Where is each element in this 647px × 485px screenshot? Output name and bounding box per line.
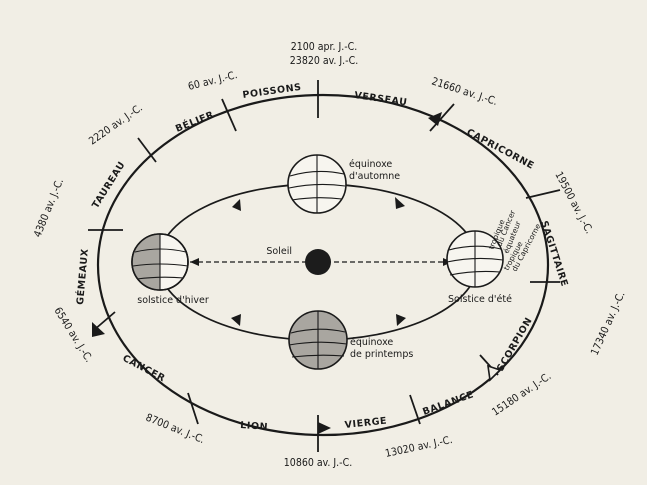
label-scorpion: SCORPION (495, 316, 535, 374)
label-vierge: VIERGE (344, 416, 388, 431)
date-top-1: 2100 apr. J.-C. (291, 41, 358, 53)
tick-cancer-gemeaux (93, 311, 116, 331)
label-balance: BALANCE (421, 389, 475, 418)
tick-verseau-capricorne (429, 103, 455, 132)
earth-winter-solstice (131, 233, 189, 291)
date-top-2: 23820 av. J.-C. (290, 55, 358, 67)
label-cancer: CANCER (121, 353, 167, 385)
label-lion: LION (240, 420, 269, 433)
arrow-vierge (318, 422, 331, 434)
tick-balance-vierge (409, 394, 421, 425)
ring-arrows (92, 112, 502, 434)
date-8700: 8700 av. J.-C. (144, 412, 206, 446)
tick-taureau-belier (137, 137, 157, 163)
orbit-arrows (231, 197, 406, 326)
date-2220: 2220 av. J.-C. (87, 102, 145, 148)
label-sagittaire: SAGITTAIRE (538, 220, 570, 289)
autumn-equinox-label-2: d'automne (349, 171, 400, 182)
autumn-equinox-label-1: équinoxe (349, 159, 392, 170)
date-6540: 6540 av. J.-C. (51, 305, 94, 364)
label-belier: BÉLIER (174, 108, 216, 134)
date-19500: 19500 av. J.-C. (552, 170, 595, 236)
label-taureau: TAUREAU (90, 160, 128, 211)
tick-belier-poissons (221, 98, 237, 132)
winter-solstice-label: solstice d'hiver (137, 295, 209, 306)
date-60: 60 av. J.-C. (187, 69, 239, 93)
tick-capricorne-sagittaire (525, 189, 561, 199)
date-13020: 13020 av. J.-C. (384, 434, 453, 460)
earth-autumn-equinox (287, 154, 347, 214)
date-17340: 17340 av. J.-C. (589, 290, 628, 357)
date-4380: 4380 av. J.-C. (32, 177, 66, 239)
arrow-capricorne (428, 112, 442, 126)
spring-equinox-label-2: de printemps (350, 349, 413, 360)
date-15180: 15180 av. J.-C. (490, 370, 553, 418)
orbit-arrow-bottom-right (396, 314, 406, 326)
spring-equinox-label-1: équinoxe (350, 337, 393, 348)
zodiac-ring (96, 93, 550, 437)
arrow-cancer (92, 322, 105, 337)
date-21660: 21660 av. J.-C. (430, 75, 499, 108)
tick-lion-cancer (187, 392, 199, 425)
orbit-arrow-top-left (232, 199, 241, 211)
label-poissons: POISSONS (242, 82, 302, 101)
label-capricorne: CAPRICORNE (465, 127, 536, 172)
sun-label: Soleil (266, 246, 292, 257)
earth-summer-solstice (446, 230, 504, 288)
orbit-arrow-top-right (395, 197, 405, 209)
arrow-scorpion (487, 364, 502, 382)
label-verseau: VERSEAU (354, 90, 408, 108)
date-10860: 10860 av. J.-C. (284, 457, 352, 469)
date-labels: 2100 apr. J.-C. 23820 av. J.-C. 60 av. J… (32, 41, 628, 469)
earth-spring-equinox (288, 310, 348, 370)
axis-arrow-left (190, 258, 199, 266)
orbit-arrow-bottom-left (231, 314, 241, 326)
label-gemeaux: GÉMEAUX (74, 248, 91, 305)
summer-solstice-label: Solstice d'été (448, 294, 512, 305)
sun (305, 249, 331, 275)
